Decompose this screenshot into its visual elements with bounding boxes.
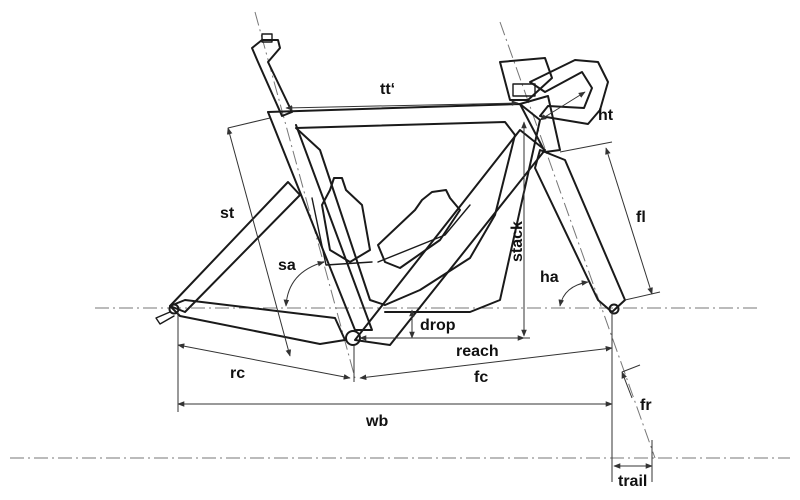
ext-line xyxy=(227,117,271,129)
ha-arc xyxy=(558,280,589,307)
sa-arc xyxy=(283,260,325,307)
saddle-clamp xyxy=(261,33,273,43)
dimension-labels: tt‘ ht st stack fl sa ha drop reach rc f… xyxy=(220,81,652,490)
centerlines xyxy=(10,11,790,459)
head-tube-fork xyxy=(519,95,561,153)
bottom-bracket xyxy=(345,330,361,346)
label-rc: rc xyxy=(230,365,245,382)
seat-tube-axis xyxy=(254,11,356,379)
ht-line xyxy=(539,91,586,121)
ext-line xyxy=(624,291,661,301)
handlebar xyxy=(529,59,609,125)
rc-line xyxy=(177,343,351,380)
label-trail: trail xyxy=(618,473,647,490)
bottle-down-tube xyxy=(377,189,461,269)
label-fc: fc xyxy=(474,369,488,386)
st-line xyxy=(226,127,292,357)
seat-tube xyxy=(267,111,373,331)
label-st: st xyxy=(220,205,235,222)
label-ht: ht xyxy=(598,107,614,124)
front-dropout xyxy=(608,303,620,315)
label-stack: stack xyxy=(509,221,526,262)
inner-triangle xyxy=(295,121,516,306)
fr-line xyxy=(621,371,633,399)
seat-stay xyxy=(169,181,301,313)
label-reach: reach xyxy=(456,343,499,360)
steering-axis xyxy=(499,21,656,459)
bottle-cage xyxy=(311,197,471,266)
tt-line xyxy=(285,100,519,111)
rear-dropout-tab xyxy=(155,311,175,325)
label-fl: fl xyxy=(636,209,646,226)
label-sa: sa xyxy=(278,257,296,274)
label-fr: fr xyxy=(640,397,652,414)
ext-line xyxy=(559,141,613,153)
rear-dropout xyxy=(168,303,180,315)
fr-line-2 xyxy=(621,364,641,373)
fork xyxy=(534,149,626,313)
chain-stay xyxy=(169,299,346,345)
spacers xyxy=(512,83,536,97)
label-tt: tt‘ xyxy=(380,81,395,98)
fc-line xyxy=(359,345,613,381)
dimension-lines xyxy=(177,91,661,482)
bottle-seat-tube xyxy=(321,177,371,263)
label-ha: ha xyxy=(540,269,559,286)
label-drop: drop xyxy=(420,317,456,334)
fl-line xyxy=(605,147,653,295)
label-wb: wb xyxy=(365,413,388,430)
seat-post xyxy=(251,39,293,117)
